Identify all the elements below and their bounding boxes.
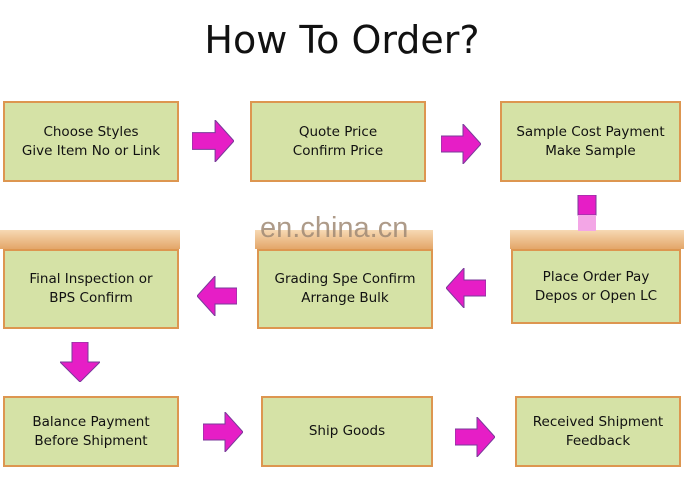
step-text: Balance Payment xyxy=(32,413,150,430)
step-text: Give Item No or Link xyxy=(21,142,161,159)
step-text: Grading Spe Confirm xyxy=(274,271,416,287)
step-text: BPS Confirm xyxy=(49,290,133,306)
step-text: Depos or Open LC xyxy=(534,287,658,304)
step-text: Feedback xyxy=(565,432,631,449)
arrow-down-icon xyxy=(577,195,597,231)
page-title: How To Order? xyxy=(204,18,480,62)
arrow-right-icon xyxy=(455,417,495,457)
step-text: Ship Goods xyxy=(308,423,386,439)
arrow-down-icon xyxy=(60,342,100,382)
step-final-inspection: Final Inspection or BPS Confirm xyxy=(3,249,179,329)
step-text: Arrange Bulk xyxy=(301,290,389,306)
arrow-right-icon xyxy=(441,124,481,164)
step-text: Place Order Pay xyxy=(542,268,650,285)
arrow-right-icon xyxy=(192,120,234,162)
decorative-band xyxy=(510,230,684,249)
step-text: Sample Cost Payment xyxy=(516,123,665,140)
step-text: Received Shipment xyxy=(532,413,664,430)
step-text: Choose Styles xyxy=(43,123,139,140)
watermark: en.china.cn xyxy=(260,212,409,244)
step-text: Before Shipment xyxy=(34,432,148,449)
arrow-left-icon xyxy=(197,276,237,316)
step-text: Make Sample xyxy=(545,142,636,159)
decorative-band xyxy=(0,230,180,249)
step-ship-goods: Ship Goods xyxy=(261,396,433,467)
decorative-band xyxy=(255,230,433,249)
arrow-right-icon xyxy=(203,412,243,452)
arrow-left-icon xyxy=(446,268,486,308)
step-text: Quote Price xyxy=(298,123,378,140)
step-text: Confirm Price xyxy=(292,142,384,159)
step-text: Final Inspection or xyxy=(29,271,153,287)
